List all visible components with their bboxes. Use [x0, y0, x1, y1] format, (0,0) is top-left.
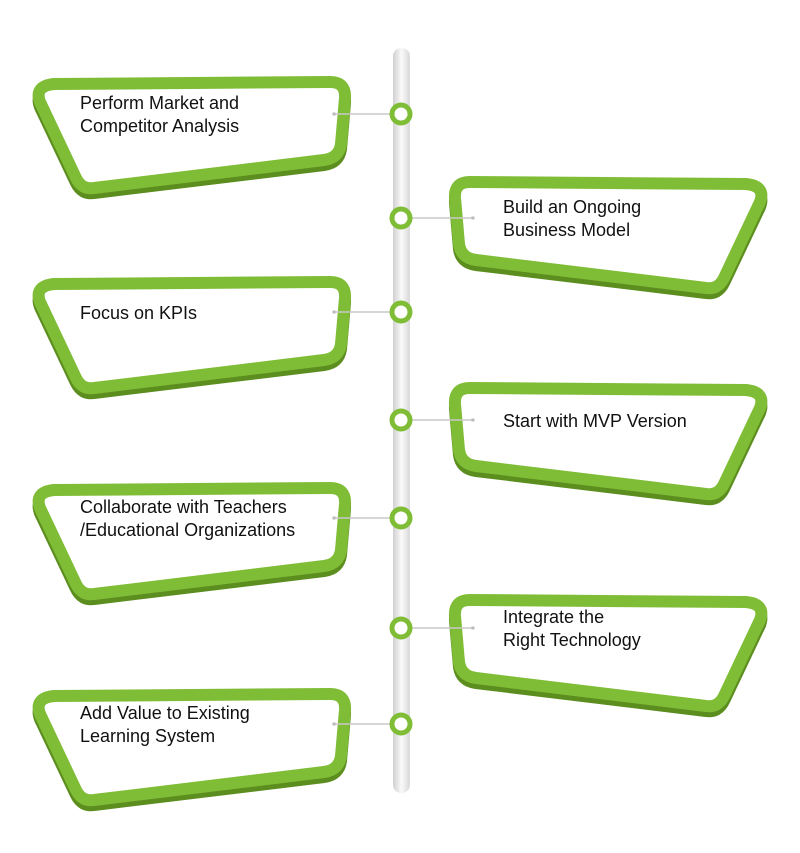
step-label-line: Start with MVP Version: [503, 410, 687, 431]
timeline-node-icon: [389, 206, 413, 230]
step-label-line: Focus on KPIs: [80, 302, 198, 323]
step-label-line: Build an Ongoing: [503, 197, 642, 217]
timeline-node-icon: [389, 616, 413, 640]
step-label-line: /Educational Organizations: [80, 520, 296, 540]
connector-dot: [471, 216, 475, 220]
step-label: Focus on KPIs: [80, 302, 197, 325]
step-label-line: Competitor Analysis: [80, 116, 240, 136]
step-card: [32, 482, 352, 606]
card-border: [32, 482, 352, 601]
step-card: [32, 76, 352, 200]
step-label: Start with MVP Version: [503, 410, 687, 433]
step-card: [32, 688, 352, 812]
step-label-line: Add Value to Existing: [80, 703, 250, 723]
timeline-node-icon: [389, 712, 413, 736]
step-card: [448, 176, 768, 300]
card-border: [448, 594, 768, 713]
step-card: [448, 382, 768, 506]
step-label-line: Collaborate with Teachers: [80, 497, 287, 517]
connector-dot: [332, 112, 336, 116]
card-border: [448, 382, 768, 501]
connector-dot: [332, 310, 336, 314]
connector-dot: [332, 516, 336, 520]
step-label-line: Right Technology: [503, 630, 641, 650]
timeline-node-icon: [389, 408, 413, 432]
card-border: [32, 76, 352, 195]
card-border: [32, 276, 352, 395]
card-border: [32, 688, 352, 807]
step-label: Collaborate with Teachers/Educational Or…: [80, 496, 295, 542]
step-label-line: Learning System: [80, 726, 216, 746]
step-card: [32, 276, 352, 400]
step-card: [448, 594, 768, 718]
step-label-line: Business Model: [503, 220, 631, 240]
timeline-node-icon: [389, 102, 413, 126]
step-label-line: Integrate the: [503, 607, 605, 627]
step-label-line: Perform Market and: [80, 93, 240, 113]
connector-dot: [471, 626, 475, 630]
timeline-node-icon: [389, 300, 413, 324]
timeline-node-icon: [389, 506, 413, 530]
connector-dot: [332, 722, 336, 726]
connector-dot: [471, 418, 475, 422]
card-border: [448, 176, 768, 295]
